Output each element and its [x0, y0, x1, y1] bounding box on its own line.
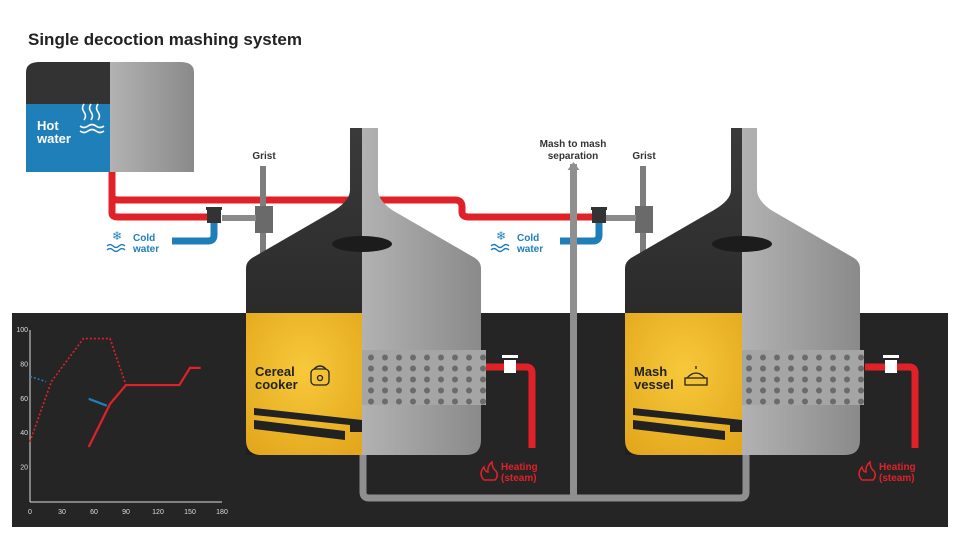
- transfer-pipe: [359, 440, 750, 502]
- hot-water-tank: Hot water: [26, 62, 194, 172]
- series-line-2: [29, 375, 47, 383]
- x-tick-label: 90: [122, 509, 130, 516]
- steam-pipe: [486, 363, 919, 448]
- rice-cooker-icon: [310, 365, 330, 386]
- x-tick-label: 120: [152, 509, 164, 516]
- pot-icon: [684, 366, 708, 386]
- snowflake-icon: ❄: [496, 229, 506, 243]
- mash-vessel: Mash vessel: [625, 128, 864, 455]
- flame-icon: [480, 460, 499, 481]
- mash-separation-label: Mash to mash: [540, 139, 607, 150]
- heating-text-2: (steam): [501, 473, 537, 484]
- cereal-cooker-vessel: Cereal cooker: [246, 128, 486, 455]
- water-icon: [106, 243, 126, 253]
- water-icon: [490, 243, 510, 253]
- valve-icon: [206, 207, 607, 223]
- grist-inlet: [222, 166, 653, 274]
- steam-icon: [79, 103, 105, 134]
- y-tick-label: 80: [20, 361, 28, 368]
- cold-water-label-left: ❄ Cold water: [106, 229, 159, 255]
- cold-water-text: Cold: [517, 233, 539, 244]
- heating-text: Heating: [501, 462, 538, 473]
- heating-text: Heating: [879, 462, 916, 473]
- series-line-4: [88, 397, 108, 407]
- grist-label-right: Grist: [632, 151, 656, 162]
- grist-label-left: Grist: [252, 151, 276, 162]
- series-line-3: [87, 366, 201, 448]
- cereal-cooker-label-2: cooker: [255, 377, 298, 392]
- snowflake-icon: ❄: [112, 229, 122, 243]
- cold-water-pipe: [172, 218, 603, 245]
- tank-label-2: water: [36, 131, 71, 146]
- page-title: Single decoction mashing system: [28, 30, 302, 49]
- mash-separation-label-2: separation: [548, 151, 599, 162]
- mash-separation-pipe: [567, 162, 580, 496]
- cold-water-text-2: water: [132, 244, 159, 255]
- x-tick-label: 180: [216, 509, 228, 516]
- cold-water-text: Cold: [133, 233, 155, 244]
- cold-water-label-right: ❄ Cold water: [490, 229, 543, 255]
- series-line-1: [29, 337, 127, 443]
- x-tick-label: 30: [58, 509, 66, 516]
- cereal-cooker-label: Cereal: [255, 364, 295, 379]
- hot-water-pipe: [108, 172, 600, 221]
- heating-label-right: Heating (steam): [858, 460, 916, 484]
- y-tick-label: 20: [20, 465, 28, 472]
- y-tick-label: 100: [16, 327, 28, 334]
- x-tick-label: 150: [184, 509, 196, 516]
- tank-label: Hot: [37, 118, 59, 133]
- y-tick-label: 40: [20, 430, 28, 437]
- steam-valve-icon: [487, 355, 899, 373]
- temperature-chart: 0 30 60 90 120 150 180 20 40 60 80 100: [16, 327, 228, 516]
- x-tick-label: 0: [28, 509, 32, 516]
- mash-vessel-label: Mash: [634, 364, 667, 379]
- y-tick-label: 60: [20, 396, 28, 403]
- flame-icon: [858, 460, 877, 481]
- heating-text-2: (steam): [879, 473, 915, 484]
- x-tick-label: 60: [90, 509, 98, 516]
- mash-vessel-label-2: vessel: [634, 377, 674, 392]
- heating-label-left: Heating (steam): [480, 460, 538, 484]
- cold-water-text-2: water: [516, 244, 543, 255]
